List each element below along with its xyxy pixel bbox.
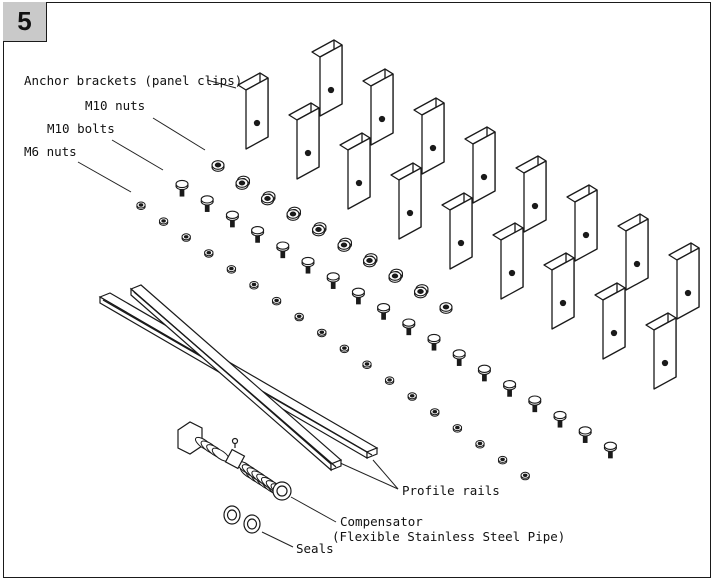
profile-rail bbox=[129, 284, 343, 472]
m10-bolt-group bbox=[175, 179, 617, 459]
m10-bolt bbox=[175, 179, 189, 197]
leader-compensator bbox=[290, 496, 337, 523]
anchor-bracket bbox=[492, 222, 524, 300]
m10-nut bbox=[311, 224, 326, 237]
m6-nut bbox=[362, 360, 372, 369]
leader-m10-nuts bbox=[152, 117, 206, 151]
anchor-bracket bbox=[617, 213, 649, 291]
seal-ring bbox=[243, 514, 261, 534]
middle-coupling bbox=[224, 448, 246, 470]
m10-nut bbox=[439, 302, 453, 314]
label-m10-bolts: M10 bolts bbox=[47, 121, 115, 136]
m10-nut bbox=[362, 255, 377, 268]
m10-nut bbox=[260, 193, 275, 206]
m6-nut bbox=[249, 281, 259, 290]
m6-nut bbox=[452, 424, 463, 433]
anchor-bracket bbox=[543, 252, 575, 330]
m10-bolt bbox=[503, 380, 517, 397]
anchor-bracket bbox=[668, 242, 700, 320]
anchor-bracket bbox=[464, 126, 496, 204]
m10-nut bbox=[388, 271, 402, 283]
m10-nut bbox=[235, 178, 249, 190]
label-anchor-brackets: Anchor brackets (panel clips) bbox=[24, 73, 243, 88]
anchor-bracket bbox=[311, 39, 343, 117]
m6-nut bbox=[136, 201, 146, 210]
m6-nut bbox=[204, 249, 214, 258]
m6-nut bbox=[520, 471, 530, 481]
m10-bolt bbox=[528, 395, 542, 413]
m10-nut bbox=[413, 286, 428, 299]
step-number-badge: 5 bbox=[3, 2, 47, 42]
leader-lines bbox=[77, 79, 399, 548]
m6-nut bbox=[339, 344, 350, 354]
m10-bolt bbox=[402, 318, 416, 336]
m10-bolt bbox=[477, 364, 491, 382]
anchor-bracket bbox=[362, 68, 394, 146]
label-compensator-detail: (Flexible Stainless Steel Pipe) bbox=[332, 529, 566, 544]
m10-bolt bbox=[276, 241, 290, 259]
leader-m6-nuts bbox=[77, 161, 132, 193]
m6-nut bbox=[271, 296, 282, 306]
leader-profile-rails-b bbox=[372, 459, 399, 490]
seal-ring bbox=[223, 505, 241, 525]
m10-nut bbox=[211, 160, 225, 172]
m6-nut bbox=[430, 408, 440, 417]
m10-nut bbox=[337, 240, 351, 252]
diagram-frame bbox=[3, 2, 711, 578]
label-m10-nuts: M10 nuts bbox=[85, 98, 146, 113]
label-m6-nuts: M6 nuts bbox=[24, 144, 77, 159]
m6-nut bbox=[475, 440, 485, 449]
anchor-bracket bbox=[390, 162, 422, 240]
m10-bolt bbox=[377, 303, 391, 320]
leader-m10-bolts bbox=[111, 139, 164, 171]
m10-bolt bbox=[452, 349, 466, 366]
m6-nut bbox=[294, 312, 304, 322]
leader-profile-rails-a bbox=[337, 461, 399, 490]
m6-nut bbox=[407, 392, 417, 401]
anchor-bracket bbox=[594, 282, 626, 360]
anchor-bracket bbox=[645, 312, 677, 390]
anchor-bracket bbox=[566, 184, 598, 262]
seal-group bbox=[223, 505, 261, 534]
compensator-pipe bbox=[177, 421, 292, 501]
label-compensator: Compensator bbox=[340, 514, 423, 529]
anchor-bracket bbox=[237, 72, 269, 150]
m6-nut bbox=[226, 265, 237, 274]
m10-nut-group bbox=[211, 160, 453, 314]
label-seals: Seals bbox=[296, 541, 334, 556]
m10-nut bbox=[286, 209, 300, 221]
anchor-bracket bbox=[339, 132, 371, 210]
anchor-bracket-group bbox=[237, 39, 700, 390]
m6-nut bbox=[317, 328, 327, 338]
profile-rail-group bbox=[98, 284, 379, 472]
anchor-bracket bbox=[441, 192, 473, 270]
m10-bolt bbox=[326, 272, 340, 289]
anchor-bracket bbox=[288, 102, 320, 180]
m6-nut-group bbox=[136, 201, 530, 481]
anchor-bracket bbox=[413, 97, 445, 175]
m10-bolt bbox=[553, 410, 567, 428]
m10-bolt bbox=[251, 226, 265, 243]
m6-nut bbox=[384, 376, 395, 385]
leader-anchor-brackets bbox=[206, 79, 237, 89]
m10-bolt bbox=[200, 195, 214, 212]
m10-bolt bbox=[578, 426, 592, 443]
m10-bolt bbox=[603, 441, 617, 459]
m6-nut bbox=[497, 455, 508, 465]
m10-bolt bbox=[225, 210, 239, 228]
label-profile-rails: Profile rails bbox=[402, 483, 500, 498]
leader-seals bbox=[261, 531, 294, 548]
m6-nut bbox=[181, 233, 191, 242]
m10-bolt bbox=[427, 333, 441, 351]
m10-bolt bbox=[351, 287, 365, 305]
m10-bolt bbox=[301, 256, 315, 274]
anchor-bracket bbox=[515, 155, 547, 233]
m6-nut bbox=[158, 217, 169, 226]
